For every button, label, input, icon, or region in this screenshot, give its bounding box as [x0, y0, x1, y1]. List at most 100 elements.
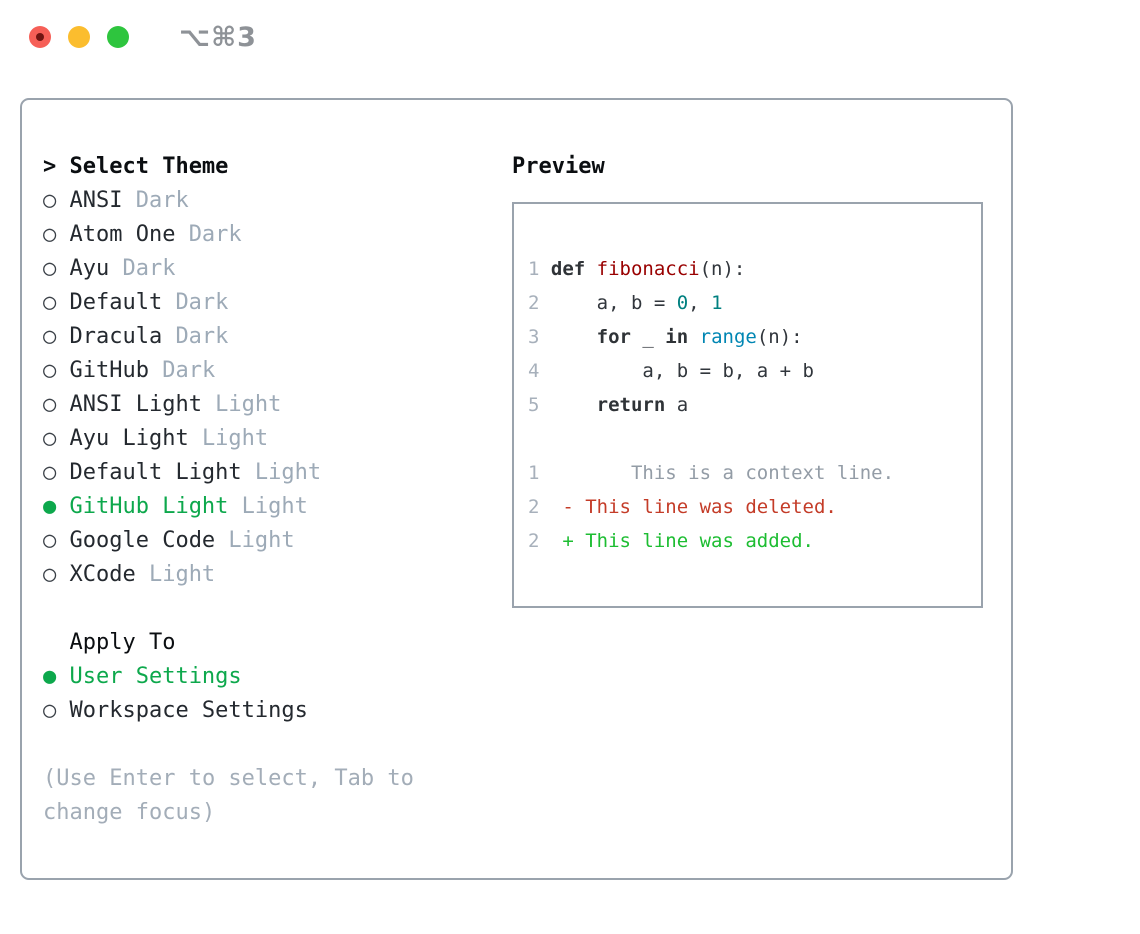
theme-variant-badge: Dark	[175, 290, 229, 315]
code-token-kw: def	[550, 258, 597, 280]
window-titlebar: ⌥⌘3	[0, 0, 1140, 74]
apply-to-heading: Apply To	[69, 630, 176, 655]
line-number: 2	[528, 496, 540, 518]
theme-option-label: ANSI Light	[69, 392, 202, 417]
theme-variant-badge: Light	[148, 562, 216, 587]
line-number: 4	[528, 360, 540, 382]
code-token-kw: for	[596, 326, 631, 348]
theme-variant-badge: Dark	[188, 222, 242, 247]
code-line	[528, 422, 969, 456]
window-title: ⌥⌘3	[179, 21, 257, 53]
code-token-plain: _	[630, 326, 666, 348]
code-line: 4 a, b = b, a + b	[528, 354, 969, 388]
code-token-ctx: This is a context line.	[550, 462, 895, 484]
prompt-caret-icon: >	[43, 154, 57, 179]
code-token-plain: a, b =	[550, 292, 677, 314]
radio-selected-icon: ●	[43, 664, 57, 689]
code-token-num: 1	[711, 292, 723, 314]
theme-variant-badge: Light	[241, 494, 308, 519]
code-token-plain: (n):	[756, 326, 803, 348]
theme-option-google-code[interactable]: ○ Google Code Light	[43, 524, 512, 558]
code-line: 2 + This line was added.	[528, 524, 969, 558]
line-number: 2	[528, 292, 540, 314]
code-line: 2 - This line was deleted.	[528, 490, 969, 524]
line-number: 2	[528, 530, 540, 552]
code-token-plain: ,	[688, 292, 712, 314]
apply-option-user-settings[interactable]: ●User Settings	[43, 660, 512, 694]
code-token-add: + This line was added.	[550, 530, 814, 552]
window-zoom-button[interactable]	[107, 26, 129, 48]
radio-unselected-icon: ○	[43, 460, 57, 485]
radio-unselected-icon: ○	[43, 222, 57, 247]
theme-option-label: Atom One	[69, 222, 176, 247]
radio-selected-icon: ●	[43, 494, 57, 519]
code-token-plain: (n):	[699, 258, 746, 280]
code-line: 3 for _ in range(n):	[528, 320, 969, 354]
line-number: 1	[528, 258, 540, 280]
code-token-fn: fibonacci	[596, 258, 700, 280]
theme-option-label: Default	[69, 290, 163, 315]
radio-unselected-icon: ○	[43, 188, 57, 213]
spacer	[43, 592, 512, 626]
select-theme-title: Select Theme	[69, 154, 229, 179]
code-token-kw: in	[665, 326, 689, 348]
theme-option-label: GitHub Light	[69, 494, 229, 519]
theme-variant-badge: Light	[228, 528, 295, 553]
radio-unselected-icon: ○	[43, 698, 57, 723]
code-line: 2 a, b = 0, 1	[528, 286, 969, 320]
radio-unselected-icon: ○	[43, 562, 57, 587]
theme-option-xcode[interactable]: ○ XCode Light	[43, 558, 512, 592]
keyboard-hint-line-1: (Use Enter to select, Tab to	[43, 766, 414, 791]
theme-variant-badge: Light	[254, 460, 322, 485]
theme-option-label: Ayu	[69, 256, 110, 281]
code-token-kw: return	[596, 394, 666, 416]
theme-variant-badge: Light	[215, 392, 282, 417]
radio-unselected-icon: ○	[43, 426, 57, 451]
apply-option-label: Workspace Settings	[69, 698, 308, 723]
code-token-plain	[551, 394, 597, 416]
record-dot-icon	[36, 33, 44, 41]
code-token-plain	[688, 326, 699, 348]
theme-option-ansi-light[interactable]: ○ ANSI Light Light	[43, 388, 512, 422]
theme-option-atom-one[interactable]: ○ Atom One Dark	[43, 218, 512, 252]
radio-unselected-icon: ○	[43, 528, 57, 553]
radio-unselected-icon: ○	[43, 392, 57, 417]
code-token-builtin: range	[699, 326, 757, 348]
spacer	[43, 728, 512, 762]
select-theme-heading: > Select Theme	[43, 150, 512, 184]
code-token-del: - This line was deleted.	[550, 496, 837, 518]
code-token-plain	[551, 326, 597, 348]
window-close-button[interactable]	[29, 26, 51, 48]
code-line: 1 This is a context line.	[528, 456, 969, 490]
code-line: 5 return a	[528, 388, 969, 422]
theme-option-label: ANSI	[69, 188, 123, 213]
radio-unselected-icon: ○	[43, 324, 57, 349]
theme-option-label: Google Code	[69, 528, 216, 553]
theme-option-label: GitHub	[69, 358, 149, 383]
theme-variant-badge: Light	[201, 426, 269, 451]
line-number: 5	[528, 394, 540, 416]
theme-option-github-light[interactable]: ● GitHub Light Light	[43, 490, 512, 524]
theme-option-label: XCode	[69, 562, 136, 587]
radio-unselected-icon: ○	[43, 358, 57, 383]
window-minimize-button[interactable]	[68, 26, 90, 48]
radio-unselected-icon: ○	[43, 290, 57, 315]
code-line: 1 def fibonacci(n):	[528, 252, 969, 286]
apply-option-workspace-settings[interactable]: ○ Workspace Settings	[43, 694, 512, 728]
code-token-plain: a, b = b, a + b	[550, 360, 814, 382]
line-number: 3	[528, 326, 540, 348]
theme-option-default[interactable]: ○ Default Dark	[43, 286, 512, 320]
preview-heading: Preview	[512, 154, 605, 179]
